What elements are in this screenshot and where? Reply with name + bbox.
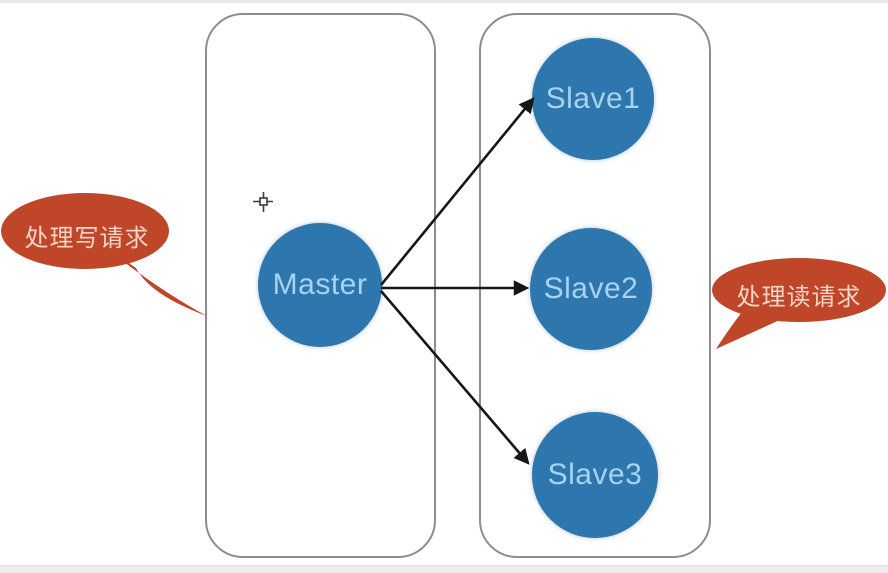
top-edge-strip bbox=[0, 0, 888, 3]
write-callout-bubble bbox=[1, 193, 207, 316]
slave3-node-label: Slave3 bbox=[547, 458, 643, 491]
master-node-label: Master bbox=[272, 268, 368, 301]
read-callout-label: 处理读请求 bbox=[736, 284, 862, 311]
slave2-node-label: Slave2 bbox=[543, 272, 639, 305]
slave1-node-label: Slave1 bbox=[545, 82, 641, 115]
slave3-node: Slave3 bbox=[532, 412, 658, 538]
bottom-edge-strip bbox=[0, 565, 888, 573]
slave1-node: Slave1 bbox=[532, 38, 654, 160]
slave2-node: Slave2 bbox=[530, 228, 652, 350]
write-callout-label: 处理写请求 bbox=[24, 225, 150, 252]
read-callout-bubble bbox=[712, 258, 886, 349]
master-node: Master bbox=[258, 223, 382, 347]
